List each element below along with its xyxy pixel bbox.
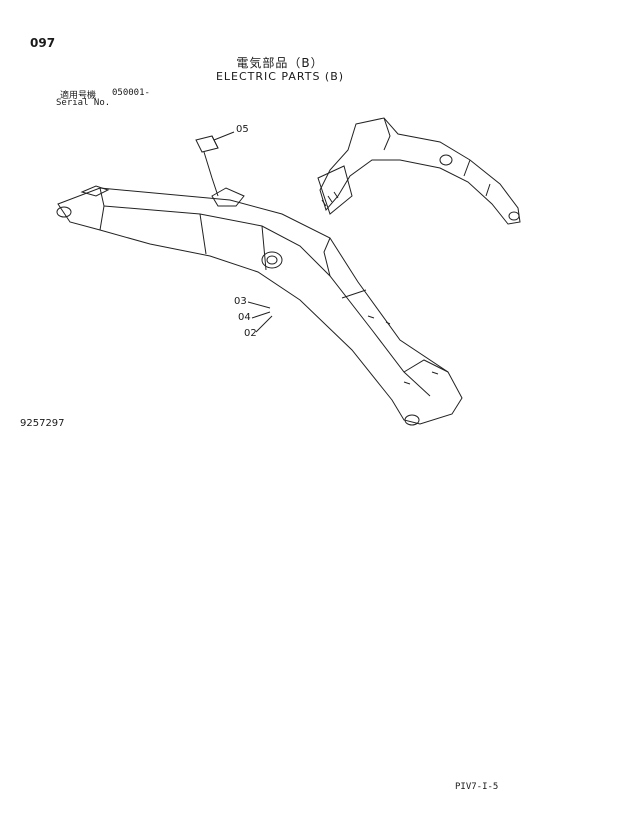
callout-04: 04 [238, 312, 251, 323]
callout-05: 05 [236, 124, 249, 135]
leader-line-04 [251, 311, 271, 319]
leader-line-02 [255, 315, 273, 333]
serial-label-english: Serial No. [56, 98, 111, 108]
page-title-japanese: 電気部品（B） [236, 56, 324, 70]
inset-front-attachment [317, 117, 521, 225]
serial-label-japanese: 適用号機 [60, 91, 97, 101]
footer-code: PIV7-I-5 [455, 782, 499, 792]
serial-number-range: 050001- [112, 88, 150, 98]
drawing-number: 9257297 [20, 418, 65, 429]
callout-02: 02 [244, 328, 257, 339]
page-title-english: ELECTRIC PARTS (B) [215, 70, 345, 83]
page-number: 097 [30, 36, 56, 50]
callout-03: 03 [234, 296, 247, 307]
electric-part-05 [195, 135, 219, 197]
leader-line-03 [247, 301, 271, 309]
boom-illustration [56, 185, 463, 426]
leader-line-05 [213, 131, 235, 141]
